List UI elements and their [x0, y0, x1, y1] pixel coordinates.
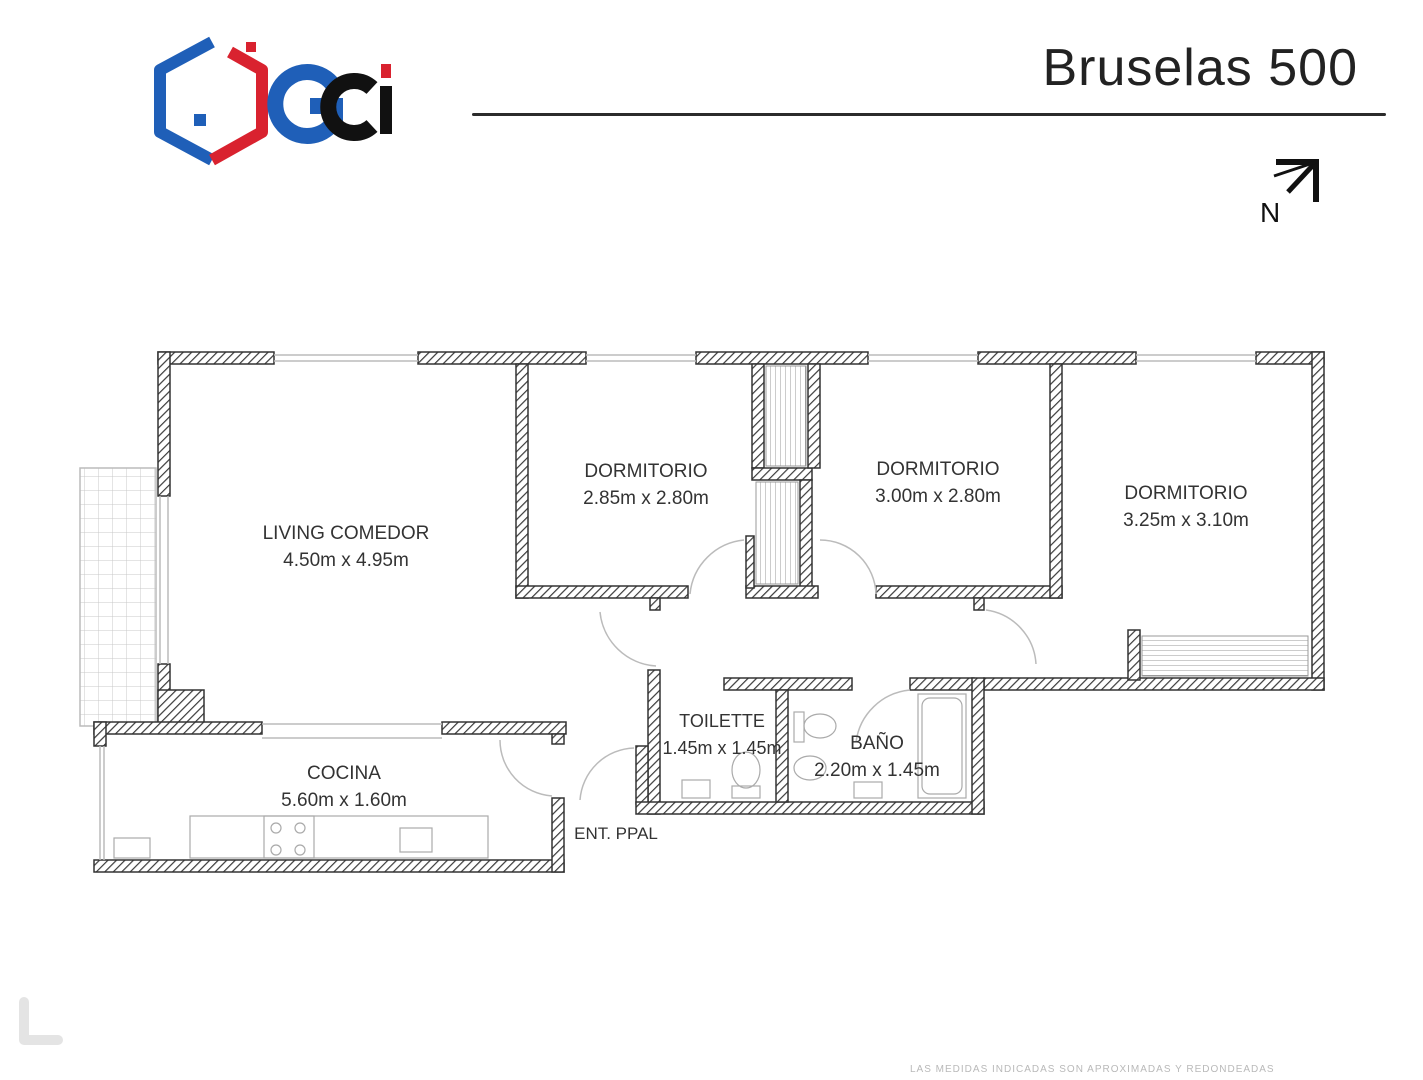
- room-kitchen: COCINA 5.60m x 1.60m: [281, 760, 407, 814]
- bath-fixtures: [681, 693, 967, 799]
- walls: [93, 351, 1325, 873]
- corner-mark-icon: [14, 996, 64, 1050]
- room-bedroom-1-name: DORMITORIO: [584, 461, 708, 482]
- room-living-size: 4.50m x 4.95m: [283, 550, 409, 571]
- closet-shaft-bottom: [755, 481, 799, 585]
- room-bath: BAÑO 2.20m x 1.45m: [814, 730, 940, 784]
- room-bath-size: 2.20m x 1.45m: [814, 760, 940, 781]
- windows: [99, 354, 1256, 860]
- closet-bedroom3: [1141, 635, 1309, 677]
- north-label: N: [1260, 197, 1280, 226]
- room-bedroom-3-size: 3.25m x 3.10m: [1123, 510, 1249, 531]
- room-bedroom-2: DORMITORIO 3.00m x 2.80m: [875, 456, 1001, 510]
- room-living: LIVING COMEDOR 4.50m x 4.95m: [263, 520, 430, 574]
- room-toilette-name: TOILETTE: [679, 711, 765, 731]
- north-arrow-icon: N: [1258, 156, 1322, 228]
- room-bedroom-3-name: DORMITORIO: [1124, 483, 1248, 504]
- room-bedroom-2-name: DORMITORIO: [876, 459, 1000, 480]
- room-living-name: LIVING COMEDOR: [262, 523, 430, 544]
- entrance-label: ENT. PPAL: [574, 824, 658, 843]
- page-title: Bruselas 500: [1042, 39, 1358, 97]
- footer-note: LAS MEDIDAS INDICADAS SON APROXIMADAS Y …: [910, 1064, 1275, 1075]
- room-bedroom-3: DORMITORIO 3.25m x 3.10m: [1123, 480, 1249, 534]
- room-toilette-size: 1.45m x 1.45m: [662, 738, 782, 758]
- company-logo: [150, 36, 410, 170]
- room-bedroom-2-size: 3.00m x 2.80m: [875, 486, 1001, 507]
- room-bedroom-1: DORMITORIO 2.85m x 2.80m: [583, 458, 709, 512]
- balcony: [79, 467, 157, 727]
- title-divider: [472, 113, 1386, 116]
- room-toilette: TOILETTE 1.45m x 1.45m: [662, 708, 781, 762]
- room-kitchen-name: COCINA: [307, 763, 381, 784]
- room-bedroom-1-size: 2.85m x 2.80m: [583, 488, 709, 509]
- kitchen-counter: [113, 815, 489, 859]
- room-bath-name: BAÑO: [850, 733, 904, 754]
- closet-shaft-top: [765, 365, 807, 467]
- room-kitchen-size: 5.60m x 1.60m: [281, 790, 407, 811]
- doors: [499, 539, 1037, 801]
